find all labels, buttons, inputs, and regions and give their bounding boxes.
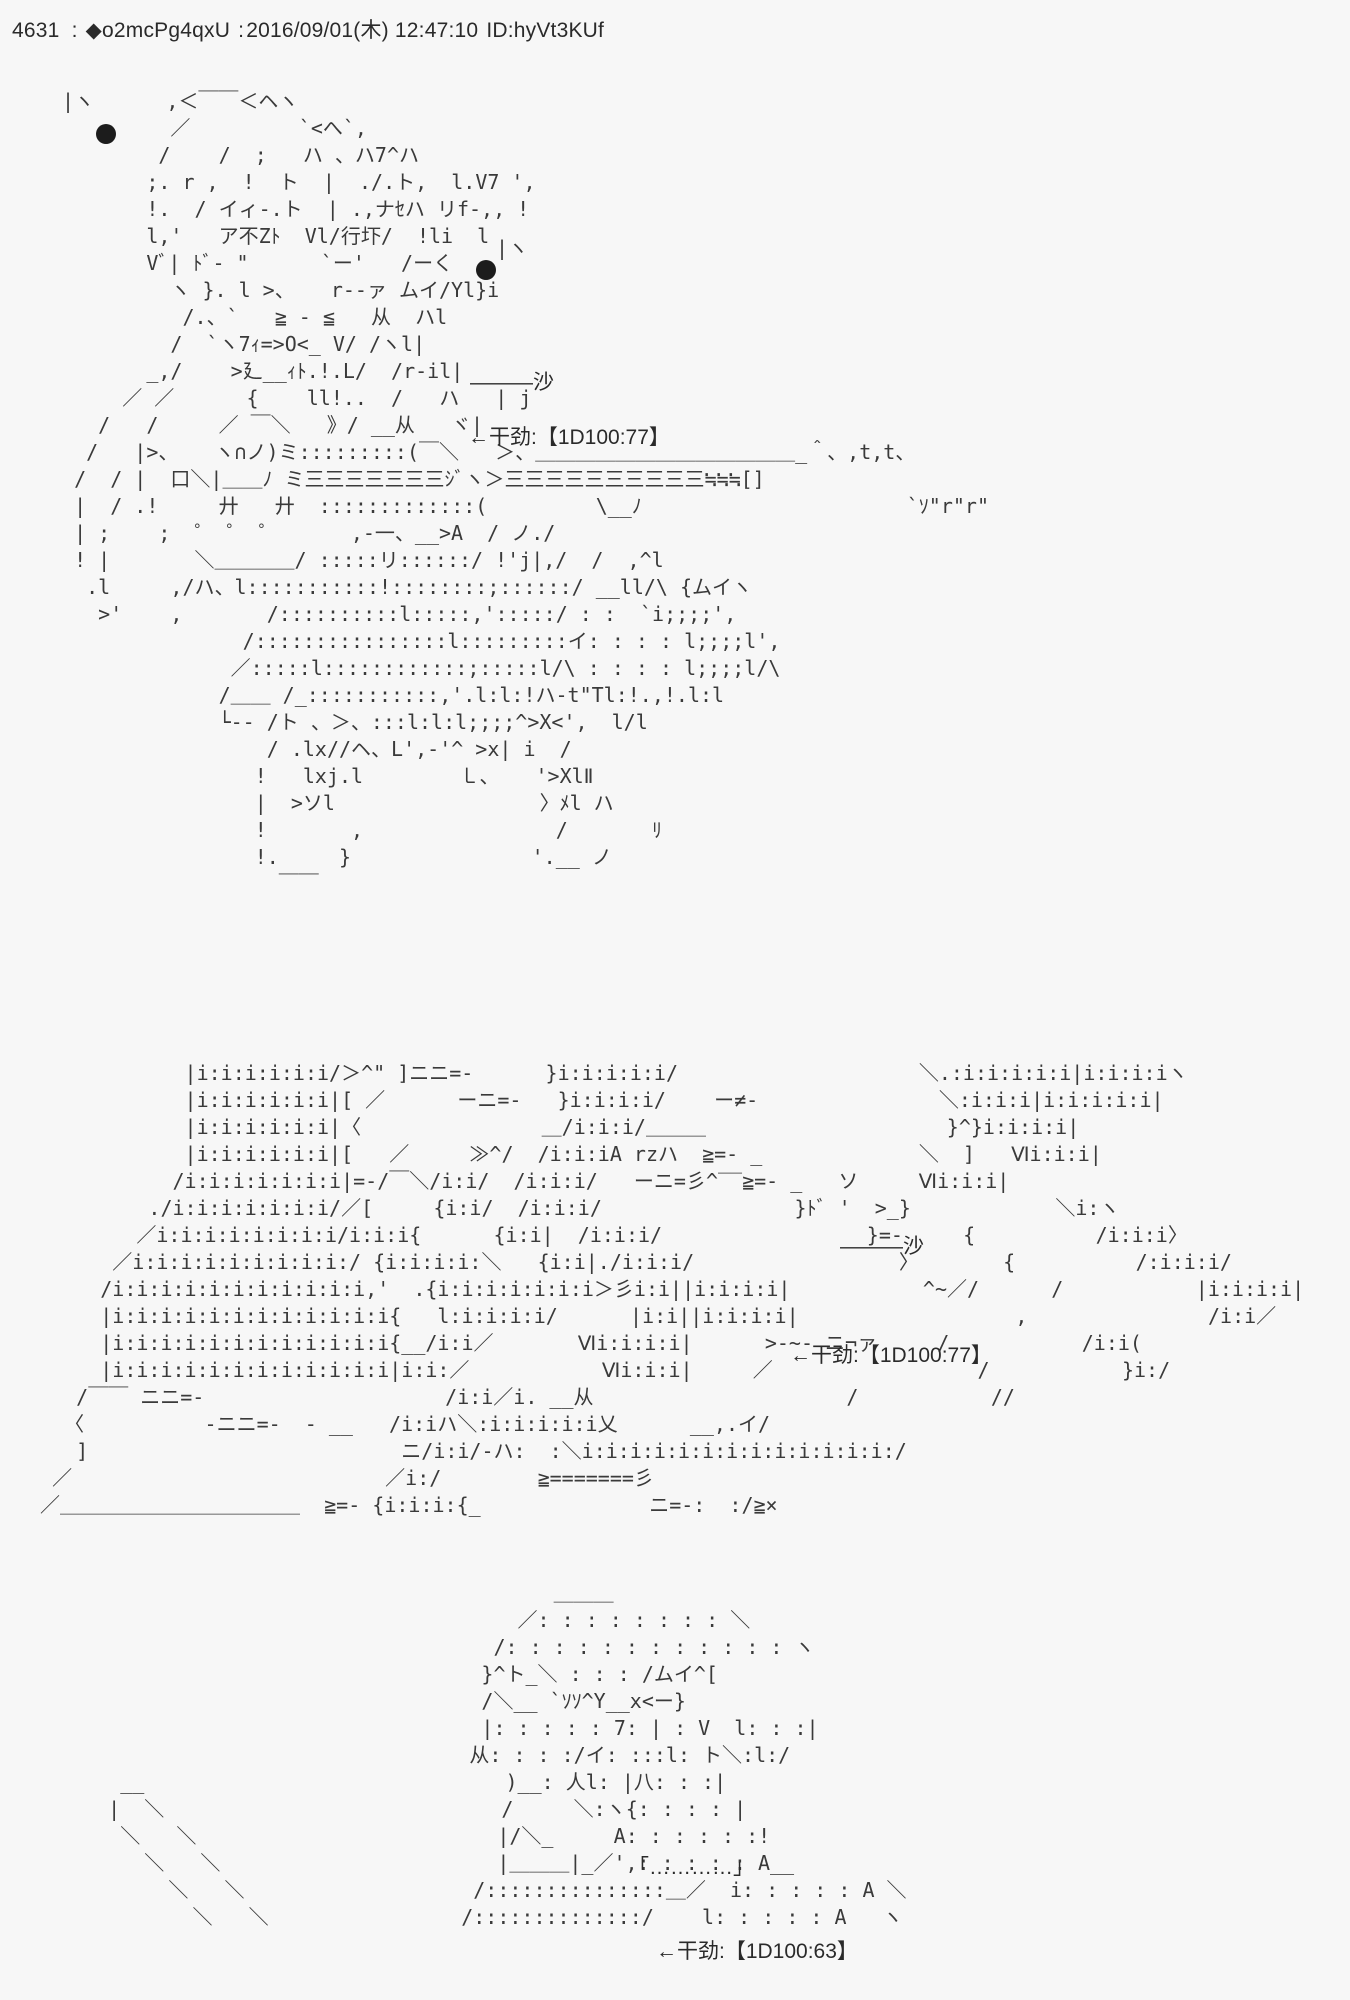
music-note-icon [96,124,116,144]
ascii-art-guitar-girl: |ヽ ,＜￣￣＜ヘヽ ／ `<へ`, / / ; ハ 、ハ7^ハ ;. r , … [62,89,989,896]
header-separator-2: : [238,19,245,42]
dice-roll-label: ←干劲:【1D100:77】 [468,426,670,449]
post-author: ◆o2mcPg4qxU [85,19,231,42]
music-note-icon-2 [476,260,496,280]
music-note-flag-icon: |ヽ [496,236,529,260]
post-number[interactable]: 4631 [12,19,60,42]
ascii-art-standing-girl: ＿＿＿ ／: : : : : : : : ＼ /: : : : : : : : … [108,1581,907,1929]
speaker-label-2: ———沙 [840,1235,924,1258]
speech-bubble-text: 「…………」 [628,1856,754,1879]
ascii-art-closeup: |i:i:i:i:i:i/＞^" ]ニニ=- }i:i:i:i:i/ ＼.:i:… [40,1061,1305,1517]
header-separator: : [71,19,78,42]
speaker-label: ———沙 [470,371,554,394]
post-datetime: 2016/09/01(木) 12:47:10 [246,19,479,42]
post-header: 4631 : ◆o2mcPg4qxU :2016/09/01(木) 12:47:… [12,14,606,44]
dice-roll-label-2: ←干劲:【1D100:77】 [790,1344,992,1367]
post-id: ID:hyVt3KUf [486,19,605,42]
dice-roll-label-3: ←干劲:【1D100:63】 [656,1940,858,1963]
